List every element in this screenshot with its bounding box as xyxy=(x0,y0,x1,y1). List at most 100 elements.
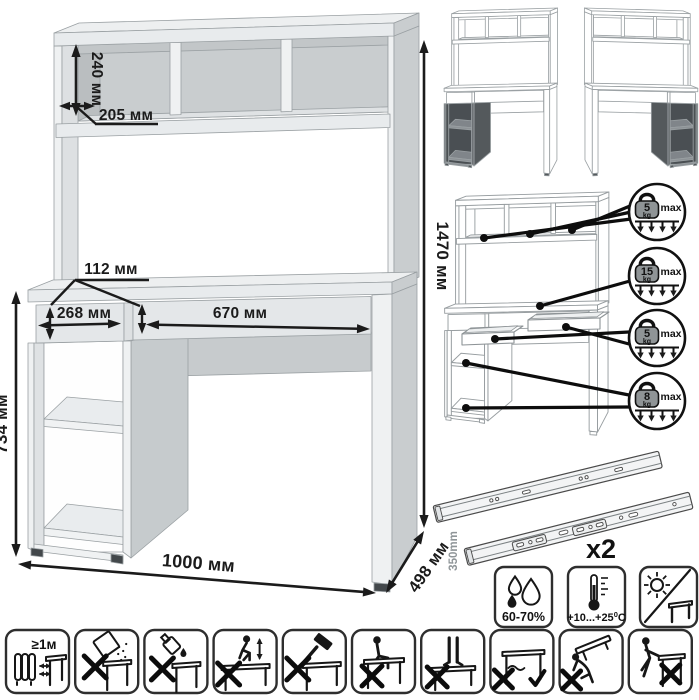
facet-shape xyxy=(648,352,655,359)
care-pictogram-keep-1m-from-heaters: ≥1м xyxy=(4,628,71,695)
dimension-small-drawer-width: 268 мм xyxy=(38,305,121,330)
line-shape xyxy=(464,495,691,554)
panel-shape xyxy=(521,489,531,495)
table-icon xyxy=(220,663,271,671)
facet-shape xyxy=(659,226,666,233)
table-icon xyxy=(102,659,133,667)
sun-icon xyxy=(650,578,664,592)
facet-shape xyxy=(648,290,655,297)
line-shape xyxy=(662,590,667,595)
kettlebell-weight-icon xyxy=(634,326,660,345)
care-pictogram-no-dragging-by-edge xyxy=(627,628,693,695)
line-shape xyxy=(560,668,584,692)
no-direct-sunlight-icon xyxy=(638,565,699,629)
load-badge-unit: kg xyxy=(643,339,651,346)
icon-stroke xyxy=(442,660,464,667)
facet-shape xyxy=(637,290,644,297)
icon-stroke xyxy=(640,643,661,678)
line-shape xyxy=(643,568,692,624)
facet-shape xyxy=(648,226,655,233)
line-shape xyxy=(465,361,630,397)
line-shape xyxy=(359,663,385,689)
dot-shape xyxy=(373,636,381,644)
dot-shape xyxy=(243,635,251,643)
facet-shape xyxy=(137,323,147,334)
dimension-shelf-depth-label: 205 мм xyxy=(99,107,153,124)
dot-shape xyxy=(588,524,593,530)
load-badge: 5kg max xyxy=(627,308,687,368)
facet-shape xyxy=(670,290,677,297)
open-drawer-inside xyxy=(464,325,519,333)
facet-shape xyxy=(386,579,397,593)
line-shape xyxy=(647,590,652,595)
dimension-total-height-label: 1470 мм xyxy=(433,221,452,290)
temperature-icon: +10...+250C xyxy=(566,565,627,629)
load-badge-value: 15 xyxy=(641,266,653,278)
leader-dot xyxy=(562,323,570,331)
dimension-total-height: 1470 мм xyxy=(419,40,452,528)
panel-shape xyxy=(516,542,525,548)
load-badge-value: 5 xyxy=(644,328,650,340)
dot-shape xyxy=(642,637,650,645)
care-pictogram-lift-dont-drag xyxy=(489,628,555,695)
line-shape xyxy=(28,563,366,594)
load-badge-value: 8 xyxy=(644,391,650,403)
facet-shape xyxy=(362,587,376,597)
dimension-shelf-height-label: 240 мм xyxy=(88,52,105,106)
thermometer-bulb xyxy=(588,599,600,611)
facet-shape xyxy=(670,226,677,233)
dot-shape xyxy=(124,655,127,659)
line-shape xyxy=(529,210,632,236)
load-badge-max: max xyxy=(660,266,681,278)
kettlebell-handle-icon xyxy=(638,192,656,203)
dimension-desk-height: 734 мм xyxy=(0,291,21,557)
open-drawer-inside xyxy=(530,311,605,319)
dimension-drawer-height-label: 112 мм xyxy=(84,261,137,278)
dimension-large-drawer-label: 670 мм xyxy=(213,305,267,322)
panel-shape xyxy=(143,628,209,695)
facet-shape xyxy=(648,415,655,422)
panel-shape xyxy=(28,653,36,681)
line-shape xyxy=(465,405,630,410)
table-icon xyxy=(668,600,693,609)
care-pictogram-no-aggressive-liquids xyxy=(143,628,209,695)
care-pictogram-no-sitting-on-top xyxy=(350,628,417,695)
panel-shape xyxy=(574,634,612,655)
dimension-desk-height-label: 734 мм xyxy=(0,394,11,453)
panel-shape xyxy=(614,466,624,473)
water-drop-icon xyxy=(521,577,541,606)
table-icon xyxy=(657,653,686,661)
line-shape xyxy=(647,575,652,580)
icon-stroke xyxy=(180,648,187,657)
line-shape xyxy=(156,323,360,331)
heater-distance-label: ≥1м xyxy=(32,637,57,652)
load-badge-unit: kg xyxy=(643,277,651,284)
humidity-label: 60-70% xyxy=(502,610,545,624)
dimension-desk-width: 1000 мм xyxy=(18,550,376,597)
table-icon xyxy=(301,661,342,669)
care-pictogram-no-abrasive-cleaners xyxy=(73,628,140,695)
facet-shape xyxy=(39,671,44,677)
panel-shape xyxy=(595,522,604,528)
kettlebell-handle-icon xyxy=(638,318,656,329)
care-pictograms-row: ≥1м xyxy=(4,628,693,695)
facet-shape xyxy=(659,415,666,422)
facet-shape xyxy=(413,531,424,545)
kettlebell-weight-icon xyxy=(634,264,660,283)
load-badge-unit: kg xyxy=(643,213,651,220)
facet-shape xyxy=(637,352,644,359)
line-shape xyxy=(50,279,76,306)
icon-stroke xyxy=(572,658,594,684)
line-shape xyxy=(424,664,450,690)
kettlebell-weight-icon xyxy=(634,389,660,408)
humidity-icon: 60-70% xyxy=(493,565,554,629)
dot-shape xyxy=(584,475,589,480)
dot-shape xyxy=(122,649,125,653)
open-drawer-front xyxy=(461,331,515,346)
dot-shape xyxy=(118,645,121,649)
load-badge-max: max xyxy=(660,328,681,340)
